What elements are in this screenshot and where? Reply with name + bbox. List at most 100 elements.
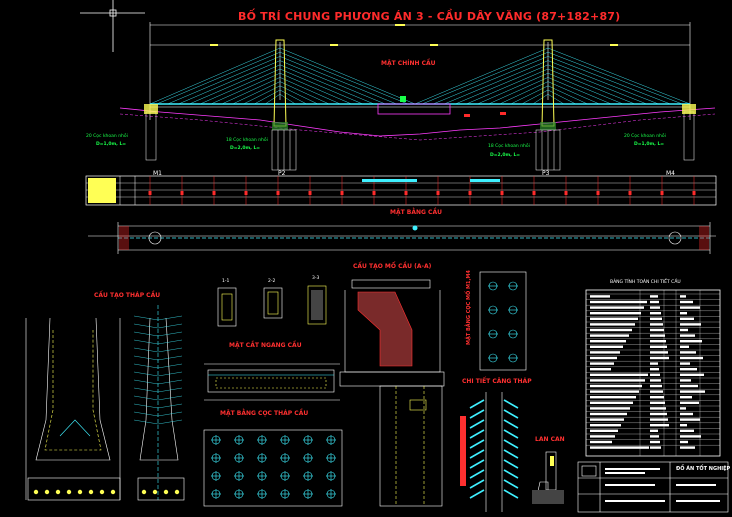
table-cell-fill bbox=[680, 351, 696, 354]
abutment-pile-plan-label: MẶT BẰNG CỌC MỐ M1,M4 bbox=[466, 270, 472, 345]
table-cell-fill bbox=[680, 446, 695, 449]
table-cell-fill bbox=[650, 435, 659, 438]
table-cell-fill bbox=[650, 334, 665, 337]
table-cell-fill bbox=[650, 328, 664, 332]
pile-note-left-size: D=1,0m, L= bbox=[96, 142, 127, 147]
table-cell-fill bbox=[650, 295, 658, 298]
stay-cable bbox=[521, 89, 549, 105]
table-cell-fill bbox=[650, 323, 663, 326]
pylon-structure-label: CẤU TẠO THÁP CẦU bbox=[94, 292, 161, 299]
anchor-tick bbox=[503, 419, 519, 429]
table-cell-fill bbox=[590, 362, 614, 365]
profile-marker bbox=[500, 191, 504, 195]
table-cell-fill bbox=[650, 384, 662, 388]
table-cell-fill bbox=[680, 340, 702, 343]
stay-cable bbox=[547, 89, 576, 105]
anchor-cable bbox=[133, 323, 159, 329]
table-cell-fill bbox=[650, 401, 665, 404]
pylon-detail bbox=[25, 305, 185, 501]
anchor-tick bbox=[469, 429, 485, 439]
table-cell-fill bbox=[680, 435, 701, 438]
stay-cable bbox=[279, 47, 416, 105]
anchor-cable bbox=[157, 363, 183, 369]
section-label-3: 3-3 bbox=[312, 276, 320, 281]
stay-cable bbox=[156, 51, 281, 105]
table-cell-fill bbox=[680, 412, 693, 416]
table-cell-fill bbox=[590, 300, 647, 304]
table-cell-fill bbox=[590, 351, 620, 354]
profile-marker bbox=[308, 191, 312, 195]
table-cell-fill bbox=[590, 317, 638, 320]
table-cell-fill bbox=[590, 306, 644, 309]
table-cell-fill bbox=[680, 440, 688, 444]
stay-cable bbox=[178, 60, 281, 105]
profile-marker bbox=[468, 191, 472, 195]
anchor-tick bbox=[469, 469, 485, 479]
abutment-pile-plan bbox=[479, 271, 527, 371]
stay-cable bbox=[547, 64, 647, 105]
stay-cable bbox=[279, 72, 352, 105]
anchor-tick bbox=[469, 439, 485, 449]
abutment-structure-label: CẤU TẠO MỐ CẦU (A-A) bbox=[353, 263, 432, 270]
railing-detail bbox=[532, 451, 564, 504]
profile-marker bbox=[244, 191, 248, 195]
pile-dot bbox=[163, 489, 169, 495]
stay-cable bbox=[189, 64, 281, 105]
anchor-tick bbox=[503, 429, 519, 439]
anchor-tick bbox=[503, 449, 519, 459]
profile-marker bbox=[340, 191, 344, 195]
bridge-plan bbox=[88, 222, 716, 254]
pile-dot bbox=[110, 489, 116, 495]
table-cell-fill bbox=[590, 345, 623, 348]
anchor-cable bbox=[133, 339, 159, 345]
table-cell-fill bbox=[590, 446, 649, 449]
table-cell-fill bbox=[650, 429, 658, 432]
stay-cable bbox=[279, 51, 408, 105]
pile-dot bbox=[55, 489, 61, 495]
profile-marker bbox=[628, 191, 632, 195]
profile-marker bbox=[596, 191, 600, 195]
table-cell-fill bbox=[590, 390, 639, 393]
table-cell-fill bbox=[590, 440, 612, 444]
table-cell-fill bbox=[680, 306, 700, 309]
anchor-cable bbox=[133, 363, 159, 369]
table-cell-fill bbox=[590, 429, 618, 432]
section-label-2: 2-2 bbox=[268, 279, 276, 284]
stay-cable bbox=[254, 89, 281, 105]
stay-cable bbox=[200, 68, 281, 105]
stay-cable bbox=[279, 81, 330, 105]
anchor-cable bbox=[157, 347, 183, 353]
profile-marker bbox=[180, 191, 184, 195]
stay-cable bbox=[510, 85, 549, 105]
table-cell-fill bbox=[650, 356, 669, 360]
table-cell-fill bbox=[680, 328, 688, 332]
anchor-cable bbox=[133, 379, 159, 385]
profile-marker bbox=[692, 191, 696, 195]
pile-dot bbox=[152, 489, 158, 495]
pile-dot bbox=[33, 489, 39, 495]
table-cell-fill bbox=[650, 306, 660, 309]
anchor-tick bbox=[469, 419, 485, 429]
profile-marker bbox=[372, 191, 376, 195]
anchor-cable bbox=[157, 403, 183, 409]
table-cell-fill bbox=[680, 429, 694, 432]
pylon-pile-plan-label: MẶT BẰNG CỌC THÁP CẦU bbox=[220, 410, 309, 417]
table-cell-fill bbox=[650, 446, 661, 449]
anchor-tick bbox=[503, 479, 519, 489]
stay-cable bbox=[279, 77, 341, 105]
small-sections bbox=[217, 285, 327, 327]
anchor-cable bbox=[157, 323, 183, 329]
table-cell-fill bbox=[650, 300, 659, 304]
profile-table bbox=[85, 175, 717, 206]
pile-note-right: 20 Cọc khoan nhồi bbox=[624, 134, 666, 139]
table-cell-fill bbox=[680, 396, 692, 399]
table-cell-fill bbox=[590, 384, 642, 388]
stay-cable bbox=[547, 94, 564, 105]
anchor-cable bbox=[133, 395, 159, 401]
anchor-cable bbox=[133, 387, 159, 393]
stay-cable bbox=[279, 89, 307, 105]
table-cell-fill bbox=[680, 424, 687, 427]
table-cell-fill bbox=[650, 312, 661, 315]
table-cell-fill bbox=[650, 379, 661, 382]
